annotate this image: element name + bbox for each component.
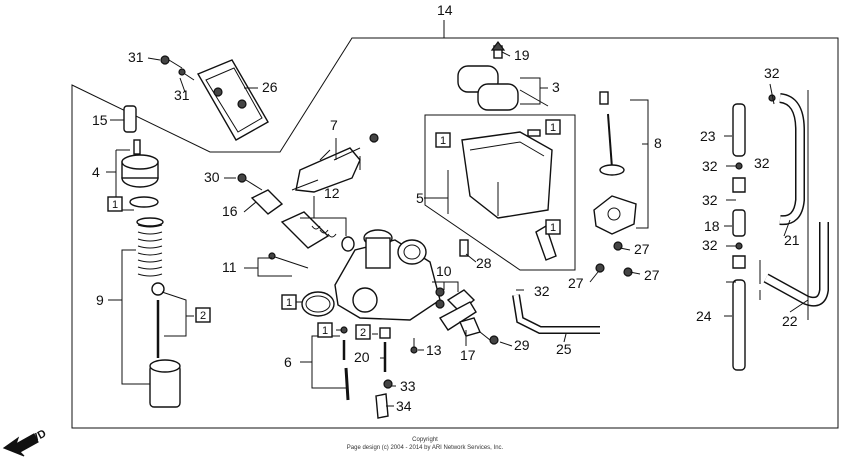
- callout-box-1: [107, 196, 123, 212]
- float-chamber-5-icon[interactable]: [461, 129, 557, 261]
- callout-1: 1: [550, 122, 556, 134]
- callout-box-1: [545, 119, 561, 135]
- callout-8: 8: [654, 135, 662, 151]
- callout-29: 29: [514, 337, 530, 353]
- callout-9: 9: [96, 292, 104, 308]
- callout-30: 30: [204, 169, 220, 185]
- callout-box-1: [545, 219, 561, 235]
- callout-27: 27: [644, 267, 660, 283]
- callout-22: 22: [782, 313, 798, 329]
- nut-33-icon[interactable]: [383, 379, 393, 389]
- hose-23-icon[interactable]: [732, 103, 746, 157]
- jet-6-icon[interactable]: [340, 326, 350, 401]
- hose-22-icon[interactable]: [763, 222, 829, 307]
- callout-32: 32: [702, 237, 718, 253]
- screw-31-icon[interactable]: [160, 55, 195, 81]
- callout-23: 23: [700, 128, 716, 144]
- callout-32: 32: [702, 192, 718, 208]
- callout-26: 26: [262, 79, 278, 95]
- drain-34-icon[interactable]: [375, 393, 389, 419]
- callout-box-1: [317, 322, 333, 338]
- callout-1: 1: [286, 297, 292, 309]
- callout-34: 34: [396, 398, 412, 414]
- jet-needle-2-icon[interactable]: [151, 282, 165, 358]
- callout-27: 27: [568, 275, 584, 291]
- callout-11: 11: [222, 259, 237, 275]
- hose-24-icon[interactable]: [732, 279, 746, 371]
- copyright-line-1: Copyright: [412, 437, 438, 443]
- screw-29-icon[interactable]: [479, 331, 499, 345]
- fwd-label: FWD: [21, 428, 49, 450]
- callout-15: 15: [92, 112, 108, 128]
- forward-arrow-icon: FWD: [2, 428, 49, 457]
- hose-21-icon[interactable]: [779, 93, 805, 226]
- spring-9-icon[interactable]: [136, 217, 164, 277]
- o-ring-1-icon[interactable]: [301, 291, 335, 317]
- hose-18-icon[interactable]: [732, 209, 746, 237]
- throttle-link-10-icon[interactable]: [435, 287, 476, 313]
- callout-21: 21: [784, 232, 800, 248]
- screw-11-icon[interactable]: [268, 252, 309, 269]
- callout-17: 17: [460, 347, 476, 363]
- float-valve-8-icon[interactable]: [593, 91, 637, 235]
- carburetor-body-icon[interactable]: [334, 229, 441, 321]
- callout-2: 2: [360, 327, 366, 339]
- callout-25: 25: [556, 341, 572, 357]
- piston-icon[interactable]: [149, 359, 181, 408]
- callout-box-2: [195, 307, 211, 323]
- screw-30-icon[interactable]: [237, 173, 263, 191]
- callout-7: 7: [330, 117, 338, 133]
- callout-box-1: [435, 132, 451, 148]
- top-assembly-box: [424, 114, 576, 271]
- bolt-19-icon[interactable]: [490, 41, 506, 59]
- callout-18: 18: [704, 218, 720, 234]
- callout-14: 14: [437, 2, 453, 18]
- copyright-line-2: Page design (c) 2004 - 2014 by ARI Netwo…: [347, 445, 504, 451]
- callout-1: 1: [322, 325, 328, 337]
- tube-25-icon[interactable]: [512, 294, 600, 334]
- callout-32: 32: [534, 283, 550, 299]
- leader-lines: [106, 51, 809, 407]
- fitting-32-icon[interactable]: [732, 94, 776, 269]
- callout-31: 31: [174, 87, 190, 103]
- pilot-screw-12-icon[interactable]: [280, 211, 355, 252]
- cap-4-icon[interactable]: [121, 139, 159, 208]
- callout-1: 1: [112, 199, 118, 211]
- connector-17-icon[interactable]: [438, 301, 481, 337]
- callout-12: 12: [324, 185, 340, 201]
- callout-32: 32: [754, 155, 770, 171]
- callout-32: 32: [764, 65, 780, 81]
- screw-13-icon[interactable]: [410, 338, 418, 354]
- callout-6: 6: [284, 354, 292, 370]
- callout-19: 19: [514, 47, 530, 63]
- cover-26-icon[interactable]: [196, 59, 269, 141]
- plunger-15-icon[interactable]: [123, 105, 137, 133]
- screw-27-icon[interactable]: [595, 241, 633, 277]
- callout-4: 4: [92, 164, 100, 180]
- callout-28: 28: [476, 255, 492, 271]
- callout-33: 33: [400, 378, 416, 394]
- main-jet-20-icon[interactable]: [379, 327, 391, 372]
- assembly-frame: [71, 37, 839, 429]
- callout-box-2: [355, 324, 371, 340]
- callout-10: 10: [436, 263, 452, 279]
- drain-screw-28-icon[interactable]: [459, 239, 469, 257]
- throttle-stop-16-icon[interactable]: [250, 189, 284, 215]
- callout-1: 1: [550, 222, 556, 234]
- callout-20: 20: [354, 349, 370, 365]
- callout-2: 2: [200, 310, 206, 322]
- callout-24: 24: [696, 308, 712, 324]
- callout-32: 32: [702, 158, 718, 174]
- bracket-7-icon[interactable]: [291, 133, 379, 193]
- callout-5: 5: [416, 190, 424, 206]
- callout-box-1: [281, 294, 297, 310]
- filter-3-icon[interactable]: [457, 65, 549, 111]
- callout-13: 13: [426, 342, 442, 358]
- callout-16: 16: [222, 203, 238, 219]
- callout-31: 31: [128, 49, 144, 65]
- callout-3: 3: [552, 79, 560, 95]
- callout-1: 1: [440, 135, 446, 147]
- callout-27: 27: [634, 241, 650, 257]
